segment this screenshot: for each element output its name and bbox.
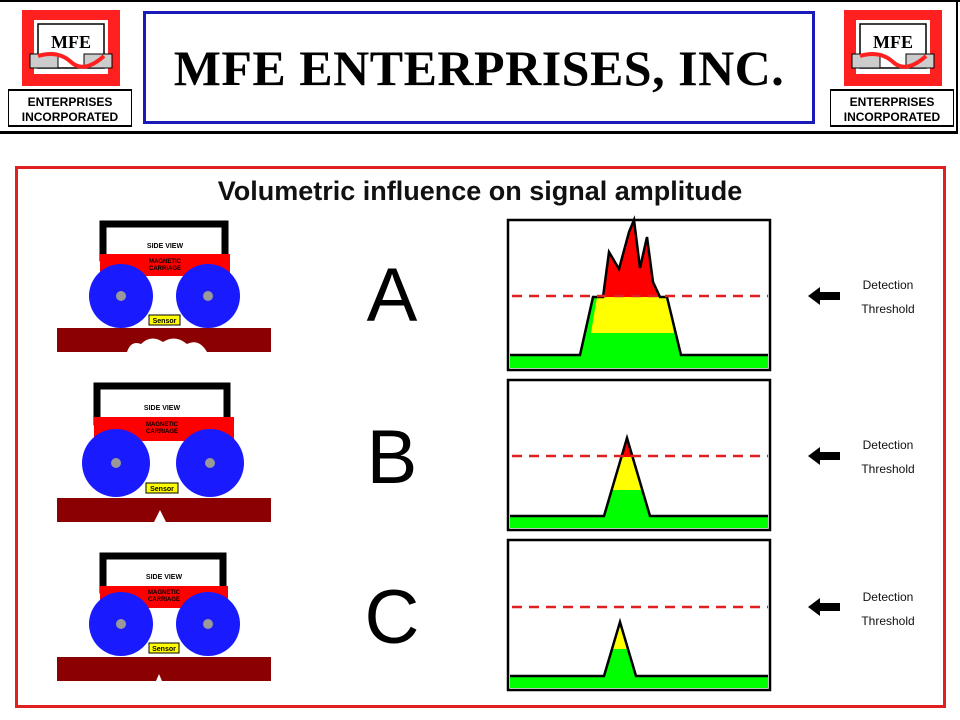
header-top-rule: [0, 0, 960, 2]
row-letter-b: B: [366, 415, 418, 500]
diagram-title: Volumetric influence on signal amplitude: [217, 176, 743, 206]
company-name: MFE ENTERPRISES, INC.: [173, 39, 785, 96]
plate-c: [57, 657, 271, 681]
svg-text:INCORPORATED: INCORPORATED: [844, 110, 941, 124]
svg-text:MFE: MFE: [51, 32, 91, 52]
company-title-box: MFE ENTERPRISES, INC.: [143, 11, 815, 124]
svg-text:CARRIAGE: CARRIAGE: [148, 597, 180, 603]
signal-chart-c: [506, 538, 772, 692]
svg-text:CARRIAGE: CARRIAGE: [149, 266, 181, 272]
cart-b-sensor: Sensor: [150, 486, 174, 493]
svg-text:MFE: MFE: [873, 32, 913, 52]
cart-a-side-view: SIDE VIEW: [147, 243, 184, 250]
plate-a: [57, 328, 271, 352]
svg-text:MAGNETIC: MAGNETIC: [149, 259, 182, 265]
company-logo-left: MFE ENTERPRISES INCORPORATED: [8, 10, 132, 128]
company-logo-right: MFE ENTERPRISES INCORPORATED: [830, 10, 954, 128]
cart-a: SIDE VIEW MAGNETIC CARRIAGE Sensor: [57, 220, 271, 352]
cart-a-sensor: Sensor: [153, 318, 177, 325]
svg-text:ENTERPRISES: ENTERPRISES: [850, 95, 935, 109]
detection-threshold-label-a: Detection Threshold: [843, 273, 933, 321]
signal-chart-a: [506, 215, 772, 372]
cart-c: SIDE VIEW MAGNETIC CARRIAGE Sensor: [57, 552, 271, 681]
diagram-panel: [15, 166, 946, 708]
svg-text:CARRIAGE: CARRIAGE: [146, 429, 178, 435]
threshold-arrow-a-icon: [808, 287, 840, 305]
detection-label-b-line2: Threshold: [861, 462, 915, 476]
threshold-arrow-c-icon: [808, 598, 840, 616]
detection-label-c-line2: Threshold: [861, 614, 915, 628]
signal-chart-b: [506, 378, 772, 532]
detection-threshold-label-b: Detection Threshold: [843, 433, 933, 481]
detection-label-b-line1: Detection: [862, 438, 914, 452]
plate-b: [57, 498, 271, 522]
row-letter-a: A: [366, 253, 418, 338]
svg-text:ENTERPRISES: ENTERPRISES: [28, 95, 113, 109]
detection-label-a-line2: Threshold: [861, 302, 915, 316]
svg-text:INCORPORATED: INCORPORATED: [22, 110, 119, 124]
svg-text:MAGNETIC: MAGNETIC: [148, 590, 181, 596]
cart-c-side-view: SIDE VIEW: [146, 574, 183, 581]
cart-c-sensor: Sensor: [152, 646, 176, 653]
row-letter-c: C: [364, 575, 420, 660]
cart-b-side-view: SIDE VIEW: [144, 405, 181, 412]
detection-label-c-line1: Detection: [862, 590, 914, 604]
detection-label-a-line1: Detection: [862, 278, 914, 292]
svg-text:MAGNETIC: MAGNETIC: [146, 422, 179, 428]
detection-threshold-label-c: Detection Threshold: [843, 585, 933, 633]
threshold-arrow-b-icon: [808, 447, 840, 465]
cart-b: SIDE VIEW MAGNETIC CARRIAGE Sensor: [57, 382, 271, 522]
header: MFE ENTERPRISES INCORPORATED MFE ENTERPR…: [0, 0, 958, 134]
